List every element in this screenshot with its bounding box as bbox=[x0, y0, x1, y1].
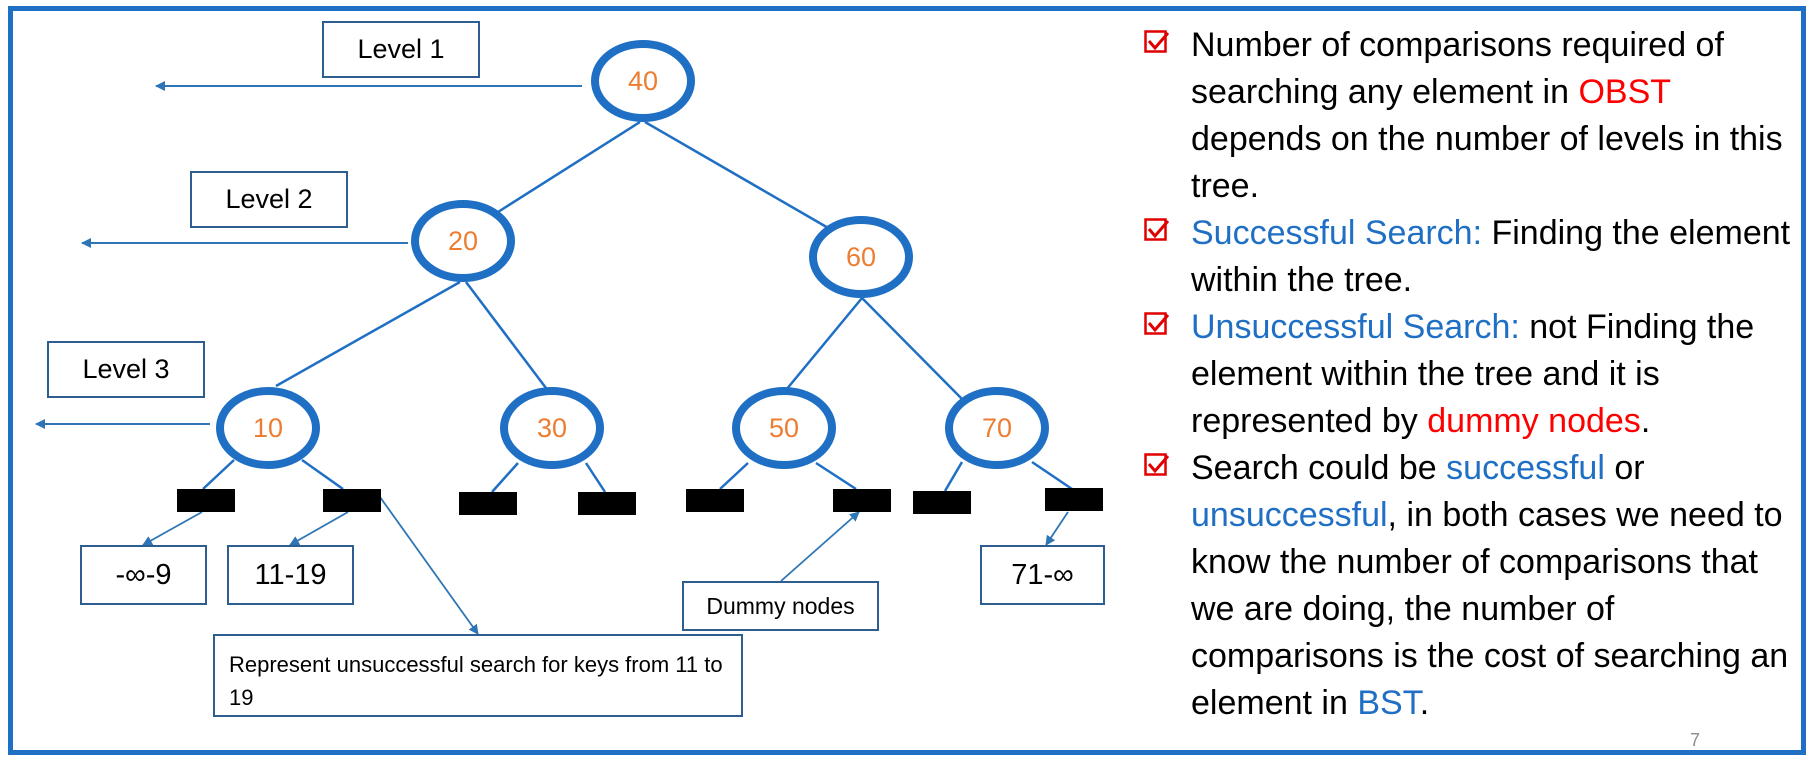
node-50 bbox=[732, 387, 836, 469]
range-box-neg-inf-9: -∞-9 bbox=[80, 545, 207, 605]
slide-frame bbox=[8, 6, 1806, 755]
dummy-node bbox=[686, 489, 744, 512]
dummy-node bbox=[833, 489, 891, 512]
tree-nodes bbox=[216, 40, 1049, 469]
checkbox-icon bbox=[1144, 218, 1170, 241]
bullet-highlight: Successful Search: bbox=[1191, 214, 1483, 252]
bullet-text: or bbox=[1604, 449, 1645, 487]
node-30 bbox=[500, 387, 604, 469]
node-20-label: 20 bbox=[448, 226, 478, 256]
edge-50-dummy bbox=[719, 462, 749, 490]
bullet-highlight: unsuccessful bbox=[1191, 496, 1388, 534]
checkbox-icon bbox=[1144, 453, 1170, 476]
checkbox-icon bbox=[1144, 30, 1170, 53]
bullet-text: depends on the number of levels in this … bbox=[1191, 120, 1783, 205]
explanation-bullets: Number of comparisons required of search… bbox=[1136, 22, 1796, 727]
bullet-text: Finding the element within the tree. bbox=[1191, 214, 1791, 299]
node-50-label: 50 bbox=[769, 413, 799, 443]
node-70-label: 70 bbox=[982, 413, 1012, 443]
bullet-highlight: BST bbox=[1357, 684, 1420, 722]
bullet-highlight: Unsuccessful Search: bbox=[1191, 308, 1520, 346]
bullet-text: Search could be bbox=[1191, 449, 1447, 487]
range-box-11-19: 11-19 bbox=[227, 545, 354, 605]
dummy-node bbox=[323, 489, 381, 512]
bullet-highlight: dummy nodes bbox=[1427, 402, 1641, 440]
node-10 bbox=[216, 387, 320, 469]
bullet-item: Number of comparisons required of search… bbox=[1136, 22, 1796, 210]
page-number: 7 bbox=[1690, 730, 1701, 750]
level-2-label: Level 2 bbox=[190, 171, 348, 228]
unsuccessful-search-note: Represent unsuccessful search for keys f… bbox=[213, 634, 743, 717]
node-60 bbox=[809, 216, 913, 298]
node-10-label: 10 bbox=[253, 413, 283, 443]
bullet-item: Successful Search: Finding the element w… bbox=[1136, 210, 1796, 304]
dummy-nodes-label: Dummy nodes bbox=[682, 581, 879, 631]
bullet-item: Search could be successful or unsuccessf… bbox=[1136, 445, 1796, 727]
edge-20-10 bbox=[275, 280, 461, 388]
dummy-node bbox=[459, 492, 517, 515]
bullet-text: . bbox=[1419, 684, 1430, 722]
bullet-text: , in both cases we need to know the numb… bbox=[1191, 496, 1789, 722]
edge-60-70 bbox=[861, 297, 964, 401]
edge-20-30 bbox=[465, 281, 553, 397]
bullet-highlight: OBST bbox=[1578, 73, 1671, 111]
edge-50-dummy bbox=[815, 461, 857, 491]
bullet-text: . bbox=[1640, 402, 1651, 440]
checkbox-icon bbox=[1144, 312, 1170, 335]
level-3-label: Level 3 bbox=[47, 341, 205, 398]
edge-30-dummy bbox=[491, 462, 519, 493]
edge-70-dummy bbox=[943, 461, 964, 492]
edge-40-20 bbox=[497, 120, 641, 214]
bullet-highlight: successful bbox=[1446, 449, 1605, 487]
dummy-node bbox=[177, 489, 235, 512]
dummy-node bbox=[578, 492, 636, 515]
edge-30-dummy bbox=[584, 462, 607, 493]
bullet-item: Unsuccessful Search: not Finding the ele… bbox=[1136, 304, 1796, 445]
dummy-to-range-arrow bbox=[142, 511, 203, 546]
edge-10-dummy bbox=[301, 458, 344, 491]
dummy-to-range-arrow bbox=[1045, 511, 1069, 546]
dummy-nodes-pointer-arrow bbox=[780, 511, 860, 582]
edge-10-dummy bbox=[202, 459, 235, 490]
edge-40-60 bbox=[644, 120, 831, 231]
bullet-text: Number of comparisons required of search… bbox=[1191, 26, 1724, 111]
tree-edges bbox=[202, 120, 1073, 493]
dummy-node bbox=[913, 491, 971, 514]
note-pointer-arrow bbox=[379, 496, 479, 635]
node-30-label: 30 bbox=[537, 413, 567, 443]
bullet-text: not Finding the element within the tree … bbox=[1191, 308, 1755, 440]
node-40 bbox=[591, 40, 695, 122]
dummy-to-range-arrow bbox=[289, 511, 349, 546]
level-1-label: Level 1 bbox=[322, 21, 480, 78]
range-box-71-inf: 71-∞ bbox=[980, 545, 1105, 605]
node-70 bbox=[945, 387, 1049, 469]
node-40-label: 40 bbox=[628, 66, 658, 96]
edge-70-dummy bbox=[1031, 460, 1073, 491]
node-20 bbox=[411, 200, 515, 282]
dummy-nodes bbox=[177, 488, 1103, 515]
dummy-node bbox=[1045, 488, 1103, 511]
node-60-label: 60 bbox=[846, 242, 876, 272]
pointer-arrows bbox=[142, 496, 1069, 635]
level-arrows bbox=[35, 81, 582, 429]
edge-60-50 bbox=[785, 297, 863, 391]
